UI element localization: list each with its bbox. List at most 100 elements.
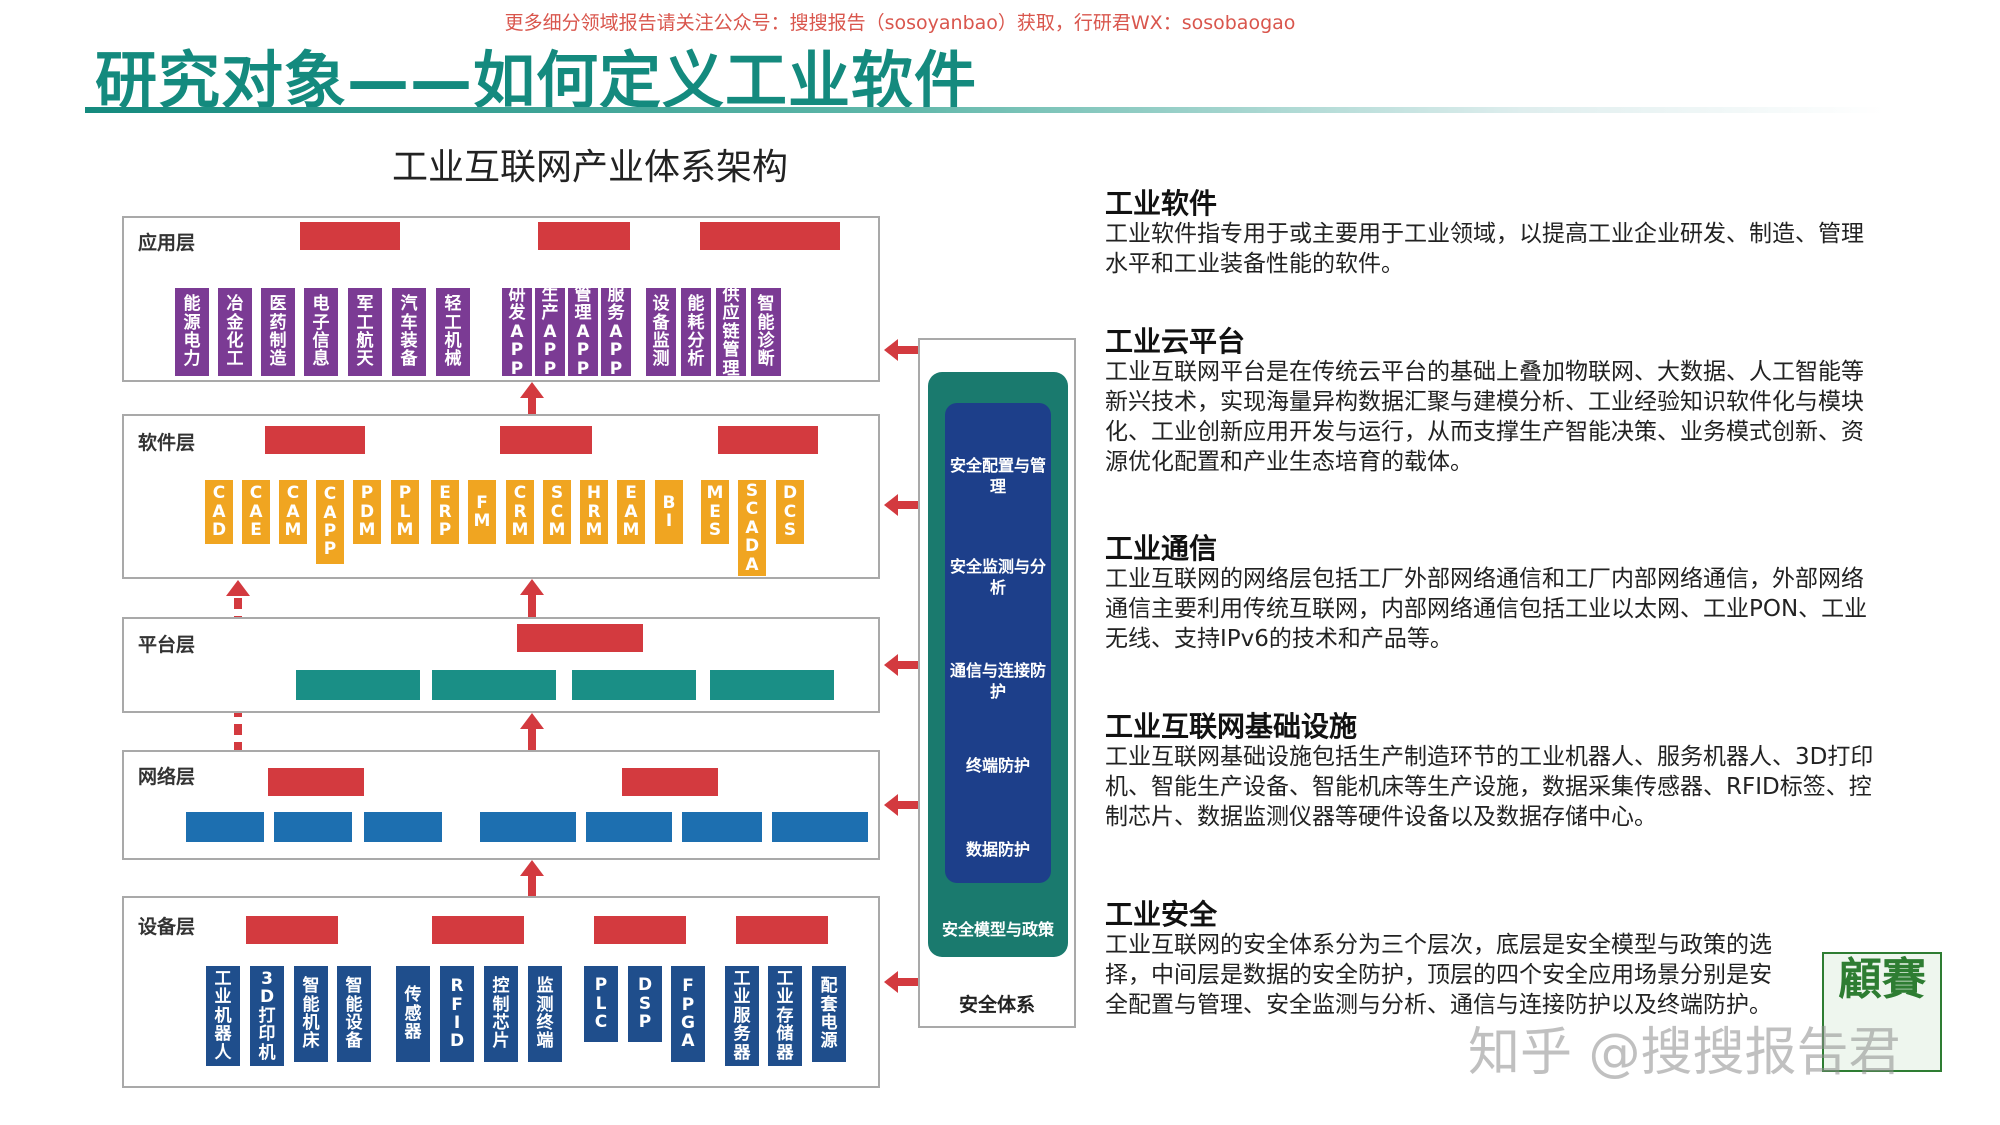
- device-item: 控制芯片: [484, 966, 518, 1062]
- arrow-dashed-head: [226, 580, 250, 596]
- platform-layer-label: 平台层: [138, 634, 196, 656]
- sec-arrow-net-shaft: [896, 801, 918, 809]
- category-app-1: [538, 222, 630, 250]
- arrow-net-plat-head: [520, 713, 544, 729]
- sec-arrow-app-head: [884, 339, 898, 361]
- category-device-3: [736, 916, 828, 944]
- category-software-0: [265, 426, 365, 454]
- top-note: 更多细分领域报告请关注公众号：搜搜报告（sosoyanbao）获取，行研君WX：…: [504, 12, 1296, 34]
- section-heading-software: 工业软件: [1105, 187, 1218, 220]
- sec-arrow-dev-head: [884, 971, 898, 993]
- category-app-2: [700, 222, 840, 250]
- arrow-plat-sw-shaft: [528, 593, 536, 617]
- section-heading-security: 工业安全: [1105, 898, 1218, 931]
- sec-arrow-plat-head: [884, 654, 898, 676]
- platform-item: [296, 670, 420, 700]
- arrow-sw-app-shaft: [528, 396, 536, 414]
- security-item-config: 安全配置与管理: [949, 456, 1046, 496]
- category-network-1: [622, 768, 718, 796]
- page-title: 研究对象——如何定义工业软件: [95, 44, 978, 117]
- category-device-1: [432, 916, 524, 944]
- security-caption: 安全体系: [958, 994, 1035, 1016]
- arrow-net-plat-shaft: [528, 727, 536, 750]
- device-item: 工业存储器: [768, 966, 802, 1066]
- app-item: 能源电力: [175, 288, 209, 376]
- arrow-plat-sw-head: [520, 579, 544, 595]
- network-item: [274, 812, 352, 842]
- network-item: [586, 812, 672, 842]
- network-item: [682, 812, 762, 842]
- device-item: 工业服务器: [725, 966, 759, 1066]
- sec-arrow-net-head: [884, 794, 898, 816]
- device-item: 工业机器人: [206, 966, 240, 1066]
- device-item: 智能设备: [337, 966, 371, 1062]
- security-item-terminal: 终端防护: [965, 756, 1030, 775]
- network-item: [772, 812, 868, 842]
- sec-arrow-sw-head: [884, 494, 898, 516]
- app-item: 供应链管理: [716, 286, 746, 378]
- sec-arrow-app-shaft: [896, 346, 918, 354]
- category-device-2: [594, 916, 686, 944]
- device-item: 配套电源: [812, 966, 846, 1062]
- platform-item: [432, 670, 556, 700]
- app-item: 智能诊断: [751, 288, 781, 376]
- brand-logo: 顧賽: [1822, 952, 1942, 1072]
- category-software-2: [718, 426, 818, 454]
- section-heading-infra: 工业互联网基础设施: [1105, 710, 1358, 743]
- device-item: 监测终端: [528, 966, 562, 1062]
- security-item-comm: 通信与连接防护: [949, 661, 1046, 701]
- arrow-dashed-segment: [234, 724, 242, 735]
- software-layer-label: 软件层: [138, 432, 196, 454]
- watermark: 知乎 @搜搜报告君: [1468, 1023, 1901, 1083]
- title-underline: [85, 107, 1885, 113]
- section-heading-comm: 工业通信: [1105, 532, 1218, 565]
- network-layer: 网络层: [122, 750, 880, 860]
- sec-arrow-plat-shaft: [896, 661, 918, 669]
- security-item-data: 数据防护: [965, 840, 1030, 859]
- arrow-sw-app-head: [520, 382, 544, 398]
- category-app-0: [300, 222, 400, 250]
- network-layer-label: 网络层: [138, 766, 196, 788]
- arrow-dashed-segment: [234, 742, 242, 753]
- app-item: 能耗分析: [681, 288, 711, 376]
- category-device-0: [246, 916, 338, 944]
- category-platform: [517, 624, 643, 652]
- device-layer-label: 设备层: [138, 916, 196, 938]
- network-item: [364, 812, 442, 842]
- security-item-monitor: 安全监测与分析: [949, 557, 1046, 597]
- sec-arrow-dev-shaft: [896, 978, 918, 986]
- category-software-1: [500, 426, 592, 454]
- section-body-security: 工业互联网的安全体系分为三个层次，底层是安全模型与政策的选择，中间层是数据的安全…: [1105, 932, 1772, 1018]
- sec-arrow-sw-shaft: [896, 501, 918, 509]
- device-item: 传感器: [396, 966, 430, 1062]
- arrow-dashed-segment: [234, 598, 242, 609]
- section-body-infra: 工业互联网基础设施包括生产制造环节的工业机器人、服务机器人、3D打印机、智能生产…: [1105, 744, 1874, 830]
- app-layer-label: 应用层: [138, 232, 196, 254]
- app-item: 冶金化工: [218, 288, 252, 376]
- app-item: 轻工机械: [436, 288, 470, 376]
